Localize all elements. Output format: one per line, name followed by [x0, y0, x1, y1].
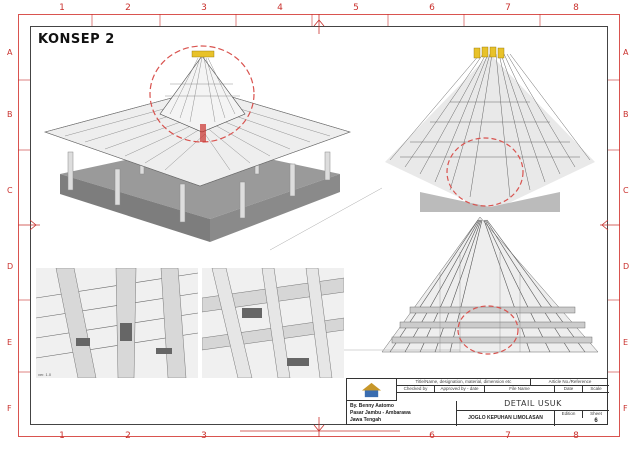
col-8-bottom: 8	[573, 431, 579, 441]
col-1-top: 1	[59, 3, 65, 13]
row-a-right: A	[623, 48, 629, 57]
col-6-bottom: 6	[429, 431, 435, 441]
ridge-detail-image	[380, 42, 600, 212]
project-name: JOGLO KEPUHAN LIMOLASAN	[457, 411, 555, 426]
roof-perspective-image	[40, 44, 358, 242]
roof-perspective-svg	[43, 45, 351, 242]
hdr-filename: File Name	[485, 386, 555, 393]
title-block: Title/Name, designation, material, dimen…	[346, 378, 609, 426]
logo-cell	[347, 379, 397, 401]
row-b-left: B	[7, 110, 13, 119]
row-c-right: C	[623, 186, 629, 195]
hdr-sheet: Sheet	[590, 411, 602, 416]
hdr-checked: Checked by	[397, 386, 435, 393]
col-5-top: 5	[353, 3, 359, 13]
row-e-right: E	[623, 338, 629, 347]
ridge-detail-svg	[385, 46, 595, 212]
row-a-left: A	[7, 48, 13, 57]
row-d-right: D	[623, 262, 630, 271]
col-7-bottom: 7	[505, 431, 511, 441]
row-e-left: E	[7, 338, 13, 347]
col-1-bottom: 1	[59, 431, 65, 441]
closeup-left-image: ver. 1.0	[36, 268, 198, 378]
row-c-left: C	[7, 186, 13, 195]
hdr-edition: Edition	[555, 411, 583, 418]
hdr-approved: Approved by - date	[435, 386, 485, 393]
row-f-left: F	[7, 404, 12, 413]
drawing-title: DETAIL USUK	[457, 397, 609, 411]
author-cell: By. Benny Aatomo Pasar Jambu - Ambarawa …	[347, 401, 457, 426]
col-2-top: 2	[125, 3, 131, 13]
truss-detail-image	[380, 212, 600, 364]
col-3-top: 3	[201, 3, 207, 13]
sheet-number: 6	[594, 418, 598, 424]
col-8-top: 8	[573, 3, 579, 13]
closeup-left-svg	[36, 268, 198, 378]
closeup-right-image	[202, 268, 344, 378]
hdr-scale: Scale	[583, 386, 609, 393]
col-3-bottom: 3	[201, 431, 207, 441]
author-address: Pasar Jambu - Ambarawa	[350, 410, 411, 416]
col-7-top: 7	[505, 3, 511, 13]
hdr-article: Article No./Reference	[531, 379, 609, 386]
hdr-date: Date	[555, 386, 583, 393]
col-2-bottom: 2	[125, 431, 131, 441]
closeup-caption: ver. 1.0	[38, 372, 52, 377]
col-6-top: 6	[429, 3, 435, 13]
truss-detail-svg	[381, 216, 599, 355]
hdr-title: Title/Name, designation, material, dimen…	[397, 379, 531, 386]
closeup-right-svg	[202, 268, 344, 378]
col-4-top: 4	[277, 3, 283, 13]
author-region: Jawa Tengah	[350, 417, 382, 423]
row-d-left: D	[7, 262, 14, 271]
sheet-title: KONSEP 2	[38, 32, 115, 47]
author-name: By. Benny Aatomo	[350, 403, 394, 409]
row-b-right: B	[623, 110, 629, 119]
row-f-right: F	[623, 404, 628, 413]
house-logo-icon	[361, 382, 382, 398]
